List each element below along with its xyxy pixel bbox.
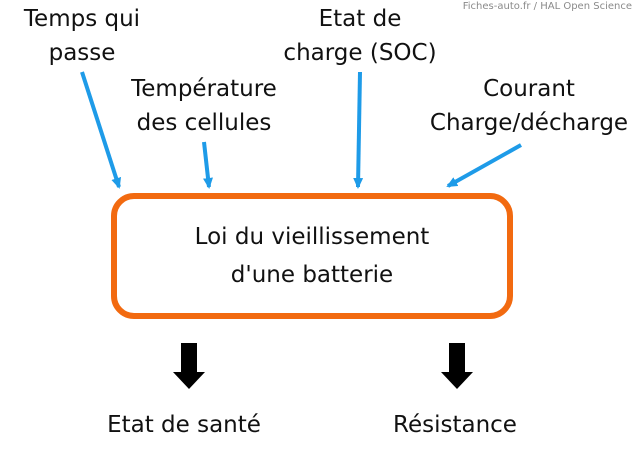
model-label-line2: d'une batterie: [230, 262, 394, 288]
input-label-soc: Etat de charge (SOC): [283, 6, 437, 66]
output-label-resistance: Résistance: [393, 412, 517, 438]
model-box: [111, 193, 513, 319]
arrow-model-to-health: [173, 343, 205, 389]
source-credit: Fiches-auto.fr / HAL Open Science: [462, 1, 632, 12]
input-label-time: Temps qui passe: [23, 6, 141, 66]
input-label-current: Courant Charge/décharge: [429, 76, 629, 136]
arrow-model-to-resistance: [441, 343, 473, 389]
arrow-soc-to-model: [353, 71, 364, 189]
model-label-line1: Loi du vieillissement: [194, 224, 430, 250]
arrow-temperature-to-model: [202, 141, 213, 189]
output-label-health: Etat de santé: [107, 412, 261, 438]
input-label-temperature: Température des cellules: [131, 76, 277, 136]
model-label: Loi du vieillissement d'une batterie: [114, 196, 510, 316]
arrow-current-to-model: [446, 143, 522, 188]
arrow-time-to-model: [80, 71, 122, 189]
